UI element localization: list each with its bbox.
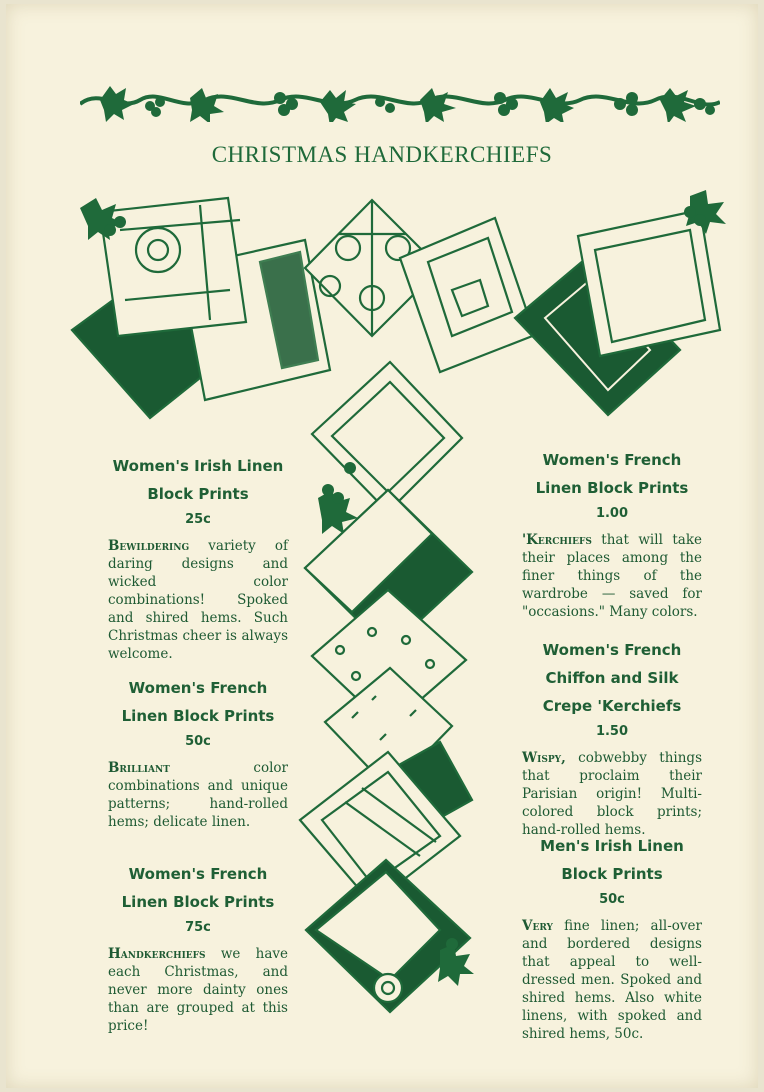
product-description: Brilliant color combinations and unique … bbox=[108, 759, 288, 831]
product-heading: Women's French Linen Block Prints bbox=[121, 679, 275, 725]
description-lead: Brilliant bbox=[108, 760, 170, 776]
product-description: Handkerchiefs we have each Christmas, an… bbox=[108, 945, 288, 1035]
product-description: Bewildering variety of daring designs an… bbox=[108, 537, 288, 663]
product-heading: Women's French Linen Block Prints bbox=[121, 865, 275, 911]
description-text: color combinations and unique patterns; … bbox=[108, 760, 288, 830]
page-title: CHRISTMAS HANDKERCHIEFS bbox=[211, 142, 553, 167]
product-description: 'Kerchiefs that will take their places a… bbox=[522, 531, 702, 621]
description-text: that will take their places among the fi… bbox=[522, 532, 702, 620]
product-description: Very fine linen; all-over and bordered d… bbox=[522, 917, 702, 1043]
handkerchief-icon bbox=[398, 216, 537, 374]
description-lead: Very bbox=[522, 918, 553, 934]
product-price: 50c bbox=[599, 892, 625, 907]
holly-garland-icon bbox=[80, 86, 720, 122]
handkerchief-icon bbox=[513, 208, 722, 417]
product-heading: Women's French Chiffon and Silk Crepe 'K… bbox=[542, 641, 682, 715]
product-section: Men's Irish Linen Block Prints 50c Very … bbox=[522, 832, 702, 1043]
description-lead: Wispy, bbox=[522, 750, 566, 766]
handkerchief-icon bbox=[70, 196, 332, 420]
product-price: 75c bbox=[185, 920, 211, 935]
product-price: 1.00 bbox=[595, 506, 629, 521]
handkerchief-icon bbox=[304, 858, 472, 1014]
handkerchief-icon bbox=[298, 740, 474, 906]
product-section: Women's French Linen Block Prints 1.00 '… bbox=[522, 446, 702, 621]
holly-icon bbox=[438, 938, 474, 986]
product-price: 25c bbox=[185, 512, 211, 527]
description-lead: 'Kerchiefs bbox=[522, 532, 592, 548]
product-section: Women's Irish Linen Block Prints 25c Bew… bbox=[108, 452, 288, 663]
product-heading: Men's Irish Linen Block Prints bbox=[540, 837, 684, 883]
handkerchief-icon bbox=[310, 360, 464, 514]
description-text: variety of daring designs and wicked col… bbox=[108, 538, 288, 662]
product-section: Women's French Chiffon and Silk Crepe 'K… bbox=[522, 636, 702, 839]
holly-icon bbox=[80, 198, 126, 240]
product-description: Wispy, cobwebby things that proclaim the… bbox=[522, 749, 702, 839]
description-text: we have each Christmas, and never more d… bbox=[108, 946, 288, 1034]
handkerchief-icon bbox=[303, 198, 442, 338]
product-heading: Women's Irish Linen Block Prints bbox=[112, 457, 284, 503]
description-text: fine linen; all-over and bordered design… bbox=[522, 918, 702, 1042]
holly-icon bbox=[318, 462, 358, 534]
description-text: cobwebby things that proclaim their Pari… bbox=[522, 750, 702, 838]
description-lead: Bewildering bbox=[108, 538, 190, 554]
description-lead: Handkerchiefs bbox=[108, 946, 206, 962]
product-section: Women's French Linen Block Prints 50c Br… bbox=[108, 674, 288, 831]
product-heading: Women's French Linen Block Prints bbox=[535, 451, 689, 497]
holly-icon bbox=[684, 190, 726, 234]
product-section: Women's French Linen Block Prints 75c Ha… bbox=[108, 860, 288, 1035]
product-price: 1.50 bbox=[595, 724, 629, 739]
product-price: 50c bbox=[185, 734, 211, 749]
